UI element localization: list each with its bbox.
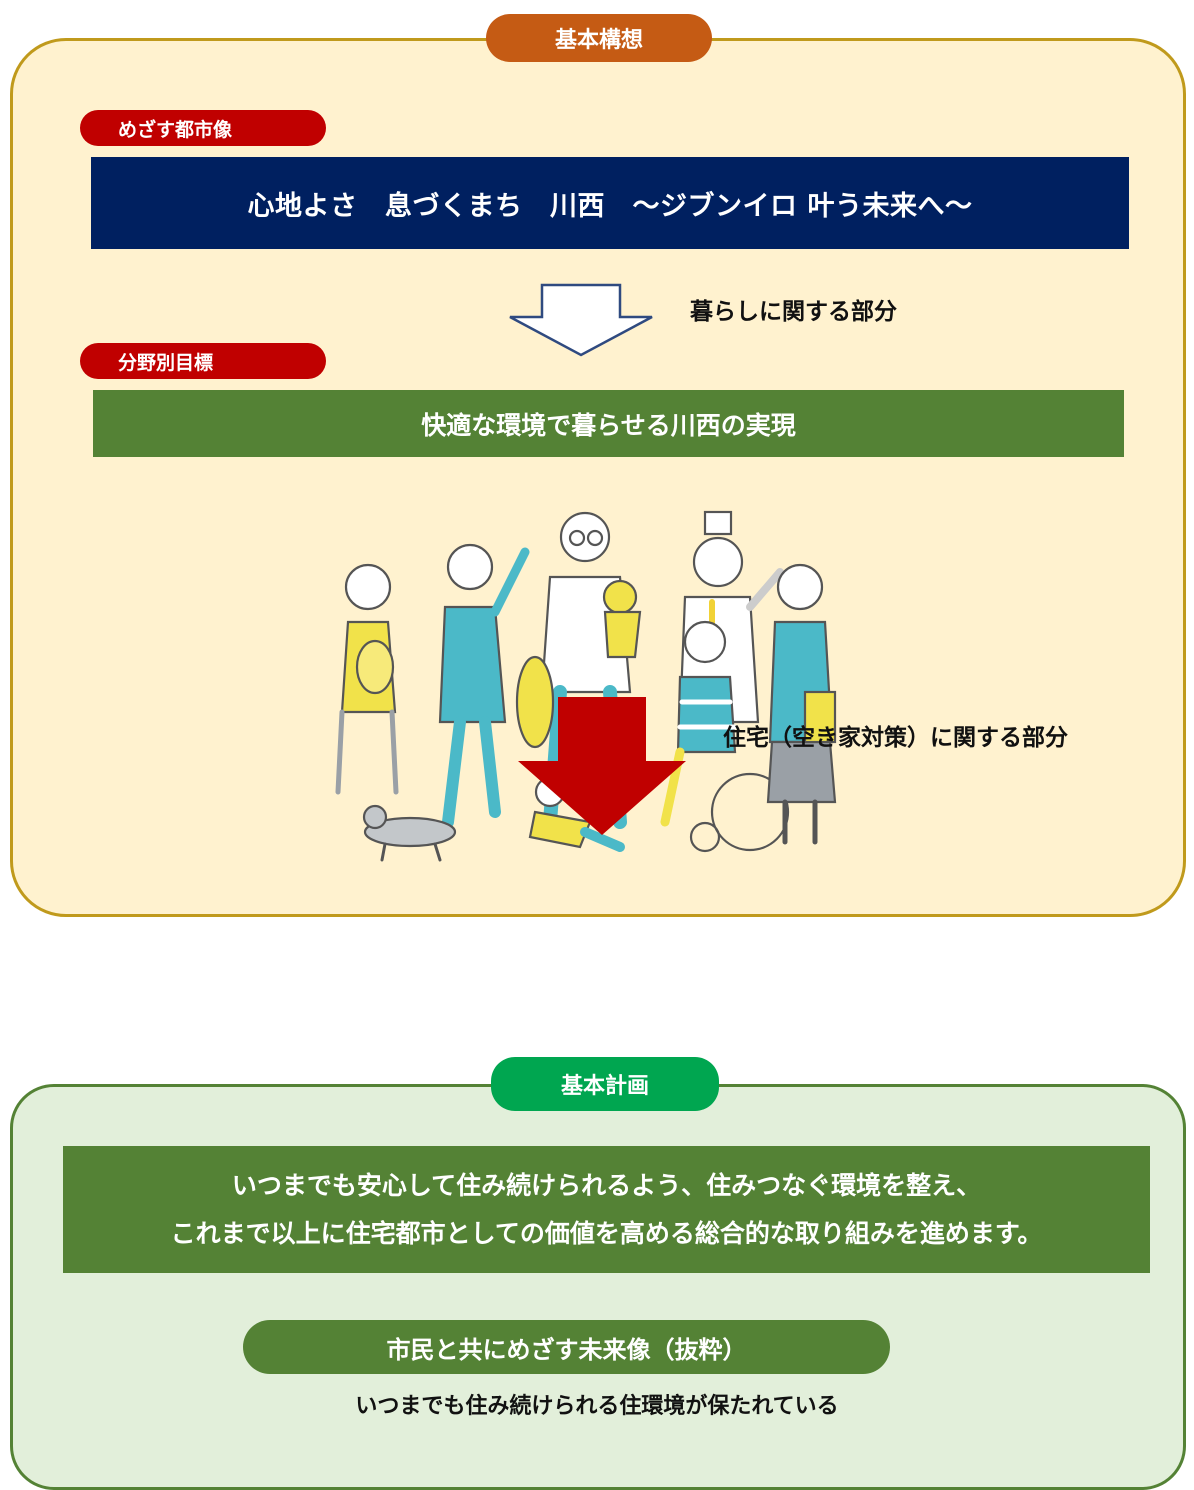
basic-plan-header: 基本計画 [491, 1057, 719, 1111]
policy-statement-box: いつまでも安心して住み続けられるよう、住みつなぐ環境を整え、 これまで以上に住宅… [63, 1146, 1150, 1273]
housing-section-label: 住宅（空き家対策）に関する部分 [723, 725, 1068, 751]
people-group-illustration-icon [335, 510, 837, 862]
city-image-label: めざす都市像 [80, 110, 326, 146]
future-vision-label: 市民と共にめざす未来像（抜粋） [243, 1320, 890, 1374]
living-section-label: 暮らしに関する部分 [690, 299, 897, 325]
city-image-banner: 心地よさ 息づくまち 川西 ～ジブンイロ 叶う未来へ～ [91, 157, 1129, 249]
policy-line-1: いつまでも安心して住み続けられるよう、住みつなぐ環境を整え、 [231, 1170, 982, 1200]
policy-line-2: これまで以上に住宅都市としての価値を高める総合的な取り組みを進めます。 [170, 1218, 1043, 1248]
field-goal-banner: 快適な環境で暮らせる川西の実現 [93, 390, 1124, 457]
down-arrow-outline-icon [509, 283, 653, 357]
basic-plan-panel [10, 1084, 1186, 1490]
basic-concept-header: 基本構想 [486, 14, 712, 62]
future-vision-text: いつまでも住み続けられる住環境が保たれている [355, 1394, 839, 1419]
field-goal-label: 分野別目標 [80, 343, 326, 379]
down-arrow-red-icon [518, 697, 686, 835]
